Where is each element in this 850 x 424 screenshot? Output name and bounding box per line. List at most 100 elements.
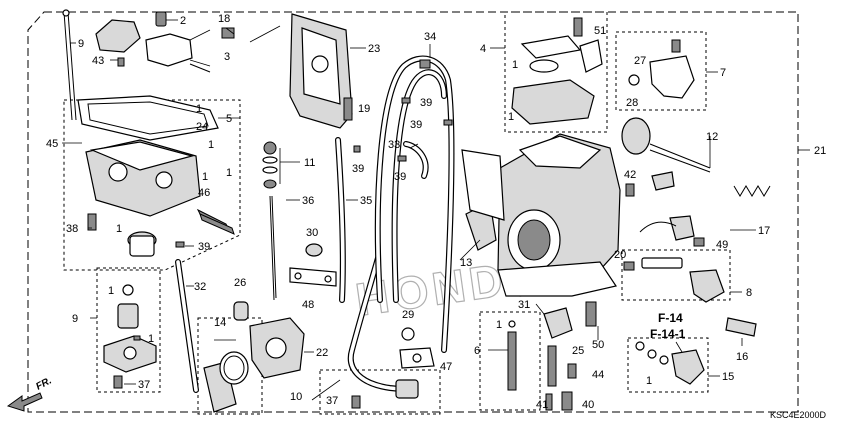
front-label: FR. — [34, 375, 53, 392]
reference-label-f14-1: F-14-1 — [650, 327, 686, 341]
part-18-bolt — [221, 27, 235, 39]
part-30-collar — [305, 243, 323, 257]
part-11-needle-cap — [263, 141, 277, 155]
part-1-bowl-boss — [108, 162, 128, 182]
part-50-jet — [585, 301, 597, 327]
part-3-pin — [189, 63, 211, 73]
callout-27: 27 — [634, 55, 646, 67]
part-1-jet-washer — [508, 320, 516, 328]
part-22-body-port — [265, 337, 287, 359]
carburetor-base-plate — [497, 261, 617, 297]
part-12-shaft-edge — [649, 149, 711, 173]
callout-6: 6 — [474, 345, 480, 357]
part-1-bowl-boss2 — [155, 171, 173, 189]
part-1-washer-hot-start — [635, 341, 645, 351]
part-44-screw — [567, 363, 577, 379]
callout-39-hose1: 39 — [420, 97, 432, 109]
callout-37-pump: 37 — [138, 379, 150, 391]
part-40-jet-holder — [561, 391, 573, 411]
accelerator-pump-group-box — [96, 267, 161, 393]
callout-1-hot-start: 1 — [646, 375, 652, 387]
part-39-clip-1 — [401, 97, 411, 104]
callout-1-pump-clip: 1 — [148, 333, 154, 345]
part-11-needle-washer2 — [262, 166, 278, 174]
part-1-washer-hot-start2 — [647, 349, 657, 359]
part-51-bracket — [579, 39, 603, 73]
callout-25: 25 — [572, 345, 584, 357]
diagram-code: KSC4E2000D — [770, 410, 827, 420]
part-17-sensor-wire — [639, 221, 677, 233]
carburetor-inlet-bore-inner — [517, 219, 551, 261]
part-48-plate-hole2 — [324, 275, 332, 283]
callout-12: 12 — [706, 131, 718, 143]
part-9-rod — [63, 11, 73, 121]
part-37-pump-screw — [113, 375, 123, 389]
callout-1-drain: 1 — [116, 223, 122, 235]
part-17-sensor-body — [669, 215, 695, 241]
callout-labels: 9 2 3 43 18 23 1 24 5 45 1 46 38 1 39 32… — [46, 13, 826, 411]
callout-1-plate-upper: 1 — [208, 139, 214, 151]
part-9-rod-cap — [62, 9, 70, 17]
assembly-frame — [27, 11, 799, 413]
part-9-pump-spring-body — [117, 303, 139, 329]
part-1-o-ring-plate — [529, 59, 559, 73]
callout-38: 38 — [66, 223, 78, 235]
part-1-washer-hot-start3 — [659, 355, 669, 365]
callout-20: 20 — [614, 249, 626, 261]
part-14-o-ring-inner — [223, 355, 245, 381]
callout-32: 32 — [194, 281, 206, 293]
callout-45: 45 — [46, 138, 58, 150]
callout-10: 10 — [290, 391, 302, 403]
part-2-fitting — [155, 11, 167, 27]
callout-19: 19 — [358, 103, 370, 115]
callout-37-lower: 37 — [326, 395, 338, 407]
part-27-screw — [671, 39, 681, 53]
part-28-washer — [628, 74, 640, 86]
callout-1-chamber-lower: 1 — [226, 167, 232, 179]
part-20-screw — [623, 261, 635, 271]
callout-39-hose2: 39 — [410, 119, 422, 131]
throttle-plate-group-box — [504, 11, 608, 133]
callout-46: 46 — [198, 187, 210, 199]
part-39-clip-3 — [353, 145, 361, 153]
part-1-pump-washer — [122, 284, 134, 296]
part-43-screw — [117, 57, 125, 67]
part-31-bracket — [543, 307, 573, 339]
part-23-plate-hole — [311, 55, 329, 73]
callout-48: 48 — [302, 299, 314, 311]
part-26-cap — [233, 301, 249, 321]
callout-1-pump-top: 1 — [108, 285, 114, 297]
part-10-drain-tube-inner — [349, 256, 412, 392]
callout-1-gasket: 1 — [196, 103, 202, 115]
callout-5: 5 — [226, 113, 232, 125]
callout-9-top: 9 — [78, 38, 84, 50]
callout-26: 26 — [234, 277, 246, 289]
part-36-jet-needle-edge — [271, 195, 277, 299]
part-19-screw — [343, 97, 353, 121]
part-24-gasket-inner — [87, 101, 209, 135]
part-9-pump-housing-hole — [123, 346, 137, 360]
callout-50: 50 — [592, 339, 604, 351]
part-7-link-arm — [649, 55, 695, 99]
drain-tube-group-box — [319, 369, 441, 415]
callout-1-chamber: 1 — [202, 171, 208, 183]
part-38-bolt — [87, 213, 97, 231]
part-41-screw — [545, 393, 553, 411]
part-8-starter-elbow — [689, 269, 725, 303]
callout-47: 47 — [440, 361, 452, 373]
part-39-clip-bowl — [175, 241, 185, 248]
callout-21: 21 — [814, 145, 826, 157]
part-34-overflow-hose-inner — [376, 56, 454, 352]
part-15-hot-start-elbow — [671, 349, 705, 385]
callout-1-jet: 1 — [496, 319, 502, 331]
part-47-gasket-hole — [412, 353, 422, 363]
reference-label-f14: F-14 — [658, 311, 683, 325]
part-42-screw — [625, 183, 635, 197]
callout-1-plate-gasket: 1 — [512, 59, 518, 71]
hot-start-group-box — [627, 337, 709, 393]
starter-valve-group-box — [621, 249, 731, 301]
callout-16: 16 — [736, 351, 748, 363]
callout-29: 29 — [402, 309, 414, 321]
part-1-drain-plug-body — [129, 235, 155, 257]
callout-44: 44 — [592, 369, 604, 381]
